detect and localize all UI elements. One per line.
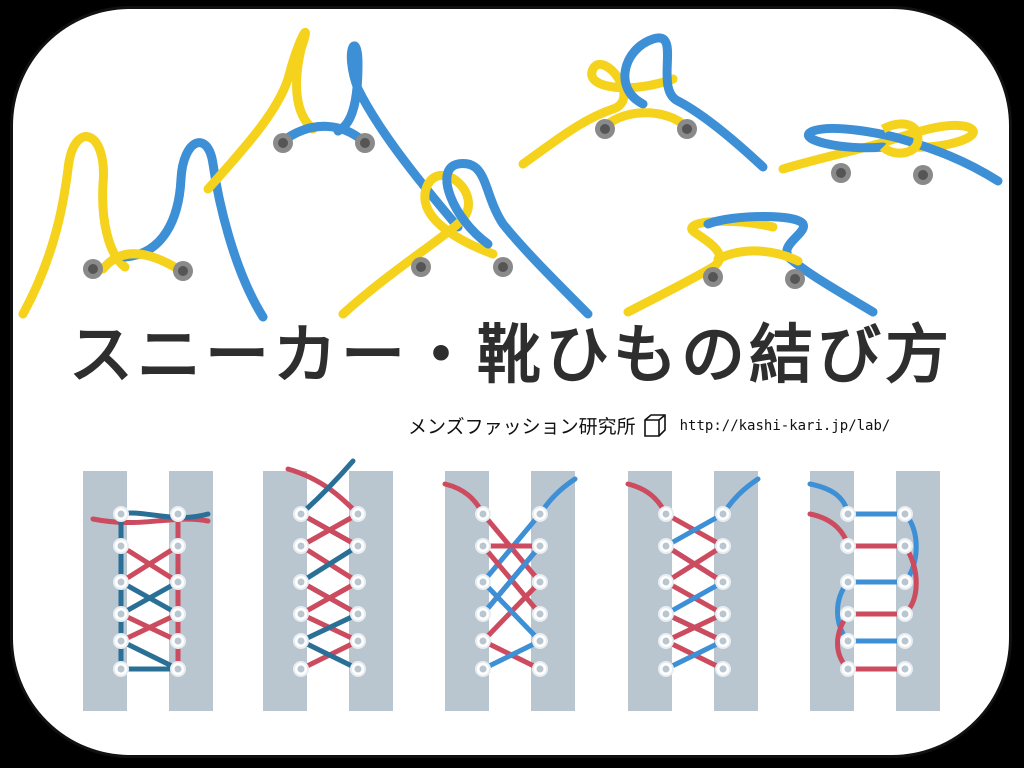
knot-step-5 — [623, 212, 878, 317]
knot-step-1 — [18, 132, 268, 322]
lacing-pattern-1 — [83, 471, 213, 711]
lacing-pattern-5 — [807, 471, 940, 711]
knot-step-3 — [338, 159, 593, 319]
credit-url: http://kashi-kari.jp/lab/ — [679, 417, 891, 434]
knot-step-4 — [518, 33, 768, 172]
lacing-patterns-illustration — [83, 458, 940, 711]
knot-steps-illustration — [18, 27, 1003, 322]
infographic-card: スニーカー・靴ひもの結び方 メンズファッション研究所 http://kashi-… — [10, 6, 1012, 758]
page-title: スニーカー・靴ひもの結び方 — [69, 319, 953, 393]
knot-step-2 — [203, 27, 463, 232]
lacing-pattern-3 — [442, 471, 578, 711]
lacing-pattern-4 — [625, 471, 761, 711]
knot-step-6 — [778, 119, 1003, 186]
credit-org: メンズファッション研究所 — [408, 416, 636, 438]
cube-outline-icon — [643, 413, 666, 437]
credit-line: メンズファッション研究所 http://kashi-kari.jp/lab/ — [408, 412, 890, 439]
lacing-pattern-2 — [263, 458, 393, 711]
